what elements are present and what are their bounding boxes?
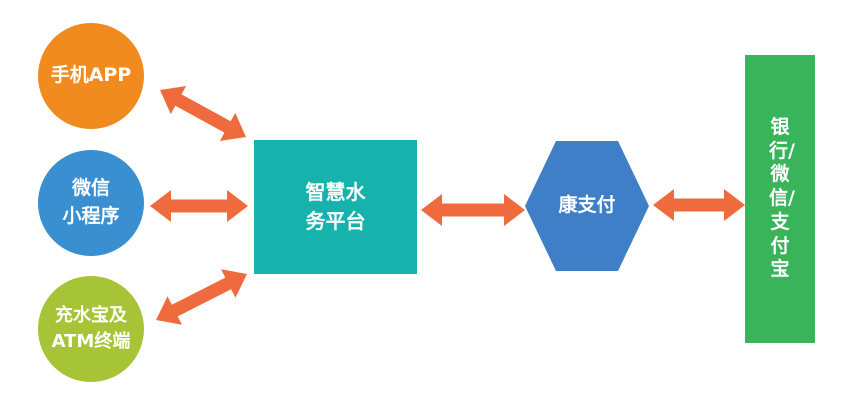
arrow-platform-kangpay-icon — [421, 194, 525, 226]
mobile-app-label: 手机APP — [50, 64, 132, 87]
recharge-atm-terminal-node: 充水宝及 ATM终端 — [38, 276, 144, 382]
smart-water-platform-label-line2: 务平台 — [305, 209, 366, 233]
wechat-mini-program-label-line1: 微信 — [71, 177, 110, 200]
wechat-mini-program-node: 微信 小程序 — [38, 150, 144, 256]
wechat-mini-program-label-line2: 小程序 — [62, 205, 120, 227]
arrow-mini-platform-icon — [150, 190, 248, 222]
bank-wechat-alipay-node: 银行/微信/支付宝 — [745, 55, 815, 343]
arrow-app-platform-icon — [160, 86, 247, 141]
arrow-kangpay-bank-icon — [653, 189, 745, 221]
bank-wechat-alipay-label: 银行/微信/支付宝 — [769, 115, 795, 281]
arrow-atm-platform-icon — [156, 269, 248, 325]
recharge-atm-label-line1: 充水宝及 — [54, 304, 127, 326]
kang-pay-node: 康支付 — [525, 141, 649, 271]
smart-water-platform-node: 智慧水 务平台 — [254, 140, 417, 274]
kang-pay-label: 康支付 — [558, 194, 616, 217]
smart-water-platform-label-line1: 智慧水 — [305, 180, 366, 204]
recharge-atm-label-line2: ATM终端 — [51, 331, 131, 352]
mobile-app-node: 手机APP — [38, 23, 144, 129]
